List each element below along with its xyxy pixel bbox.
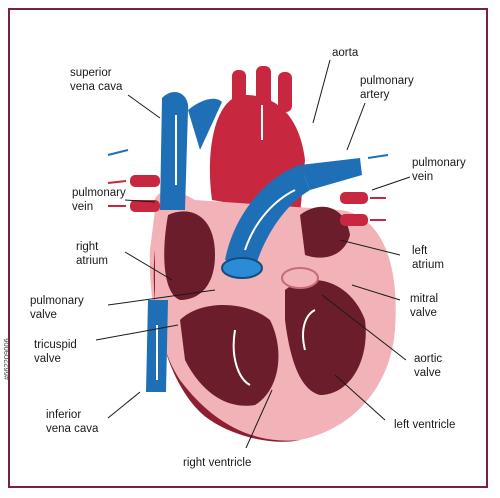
superior-vena-cava (160, 91, 189, 210)
label-pulmonary-vein-left-line2: vein (72, 201, 94, 213)
flow-arrow-lv (302, 309, 316, 351)
flow-arrow-pa (244, 189, 296, 251)
label-pulmonary-valve-line2: valve (30, 309, 57, 321)
label-pulmonary-vein-right: pulmonary vein (412, 156, 466, 184)
label-left-atrium-line2: atrium (412, 259, 444, 271)
left-ventricle-chamber (285, 280, 366, 395)
pulmonary-vein-left-1 (130, 175, 160, 187)
label-pulmonary-artery-line2: artery (360, 89, 390, 101)
label-aortic-valve: aortic valve (414, 352, 442, 380)
label-aorta: aorta (332, 47, 359, 59)
left-atrium-chamber (300, 206, 350, 258)
aortic-valve-ring (281, 267, 319, 289)
label-right-ventricle: right ventricle (183, 457, 252, 469)
label-pulmonary-artery-line1: pulmonary (360, 75, 414, 87)
label-tricuspid-valve-line1: tricuspid (34, 339, 77, 351)
label-aortic-valve-line2: valve (414, 367, 441, 379)
aorta-branch-2 (256, 66, 271, 108)
label-inferior-vena-cava-line1: inferior (46, 409, 82, 421)
label-mitral-valve-line1: mitral (410, 293, 439, 305)
leader-lines (95, 59, 411, 449)
flow-arrow-rv (232, 329, 251, 386)
label-pulmonary-vein-right-line2: vein (412, 171, 434, 183)
label-left-atrium: left atrium (412, 244, 444, 272)
label-inferior-vena-cava-line2: vena cava (46, 423, 99, 435)
label-superior-vena-cava-line1: superior (70, 67, 112, 79)
label-pulmonary-valve-line1: pulmonary (30, 295, 84, 307)
right-atrium-chamber (164, 211, 215, 300)
label-right-atrium: right atrium (76, 240, 108, 268)
label-pulmonary-artery: pulmonary artery (360, 74, 414, 102)
label-left-atrium-line1: left (412, 245, 428, 257)
pulmonary-artery (225, 165, 310, 268)
pulmonary-vein-left-2 (130, 200, 160, 212)
pulmonary-artery-right-branch (300, 158, 362, 190)
arrow-in-left-red-1 (107, 180, 127, 184)
label-pulmonary-vein-left-line1: pulmonary (72, 187, 126, 199)
label-inferior-vena-cava: inferior vena cava (46, 408, 98, 436)
arrow-out-right-blue (367, 154, 389, 159)
aorta-branch-3 (278, 72, 292, 112)
stock-id-watermark: #662209006 (2, 338, 11, 380)
label-tricuspid-valve: tricuspid valve (34, 338, 77, 366)
arrow-out-left-blue (107, 149, 129, 156)
label-superior-vena-cava: superior vena cava (70, 66, 122, 94)
heart-outer-shadow (153, 250, 300, 442)
label-tricuspid-valve-line2: valve (34, 353, 61, 365)
aorta-branch-1 (232, 70, 246, 110)
diagram-frame (8, 8, 488, 488)
label-right-atrium-line2: atrium (76, 255, 108, 267)
pulmonary-vein-right-2 (340, 214, 368, 226)
label-pulmonary-vein-left: pulmonary vein (72, 186, 126, 214)
label-pulmonary-valve: pulmonary valve (30, 294, 84, 322)
label-left-ventricle: left ventricle (394, 419, 456, 431)
label-right-atrium-line1: right (76, 241, 99, 253)
pulmonary-vein-right-1 (340, 192, 368, 204)
right-ventricle-chamber (180, 305, 279, 406)
pulmonary-artery-opening (221, 257, 263, 279)
label-pulmonary-vein-right-line1: pulmonary (412, 157, 466, 169)
label-superior-vena-cava-line2: vena cava (70, 81, 123, 93)
svc-branch (188, 98, 222, 150)
label-mitral-valve: mitral valve (410, 292, 438, 320)
label-mitral-valve-line2: valve (410, 307, 437, 319)
label-aortic-valve-line1: aortic (414, 353, 443, 365)
